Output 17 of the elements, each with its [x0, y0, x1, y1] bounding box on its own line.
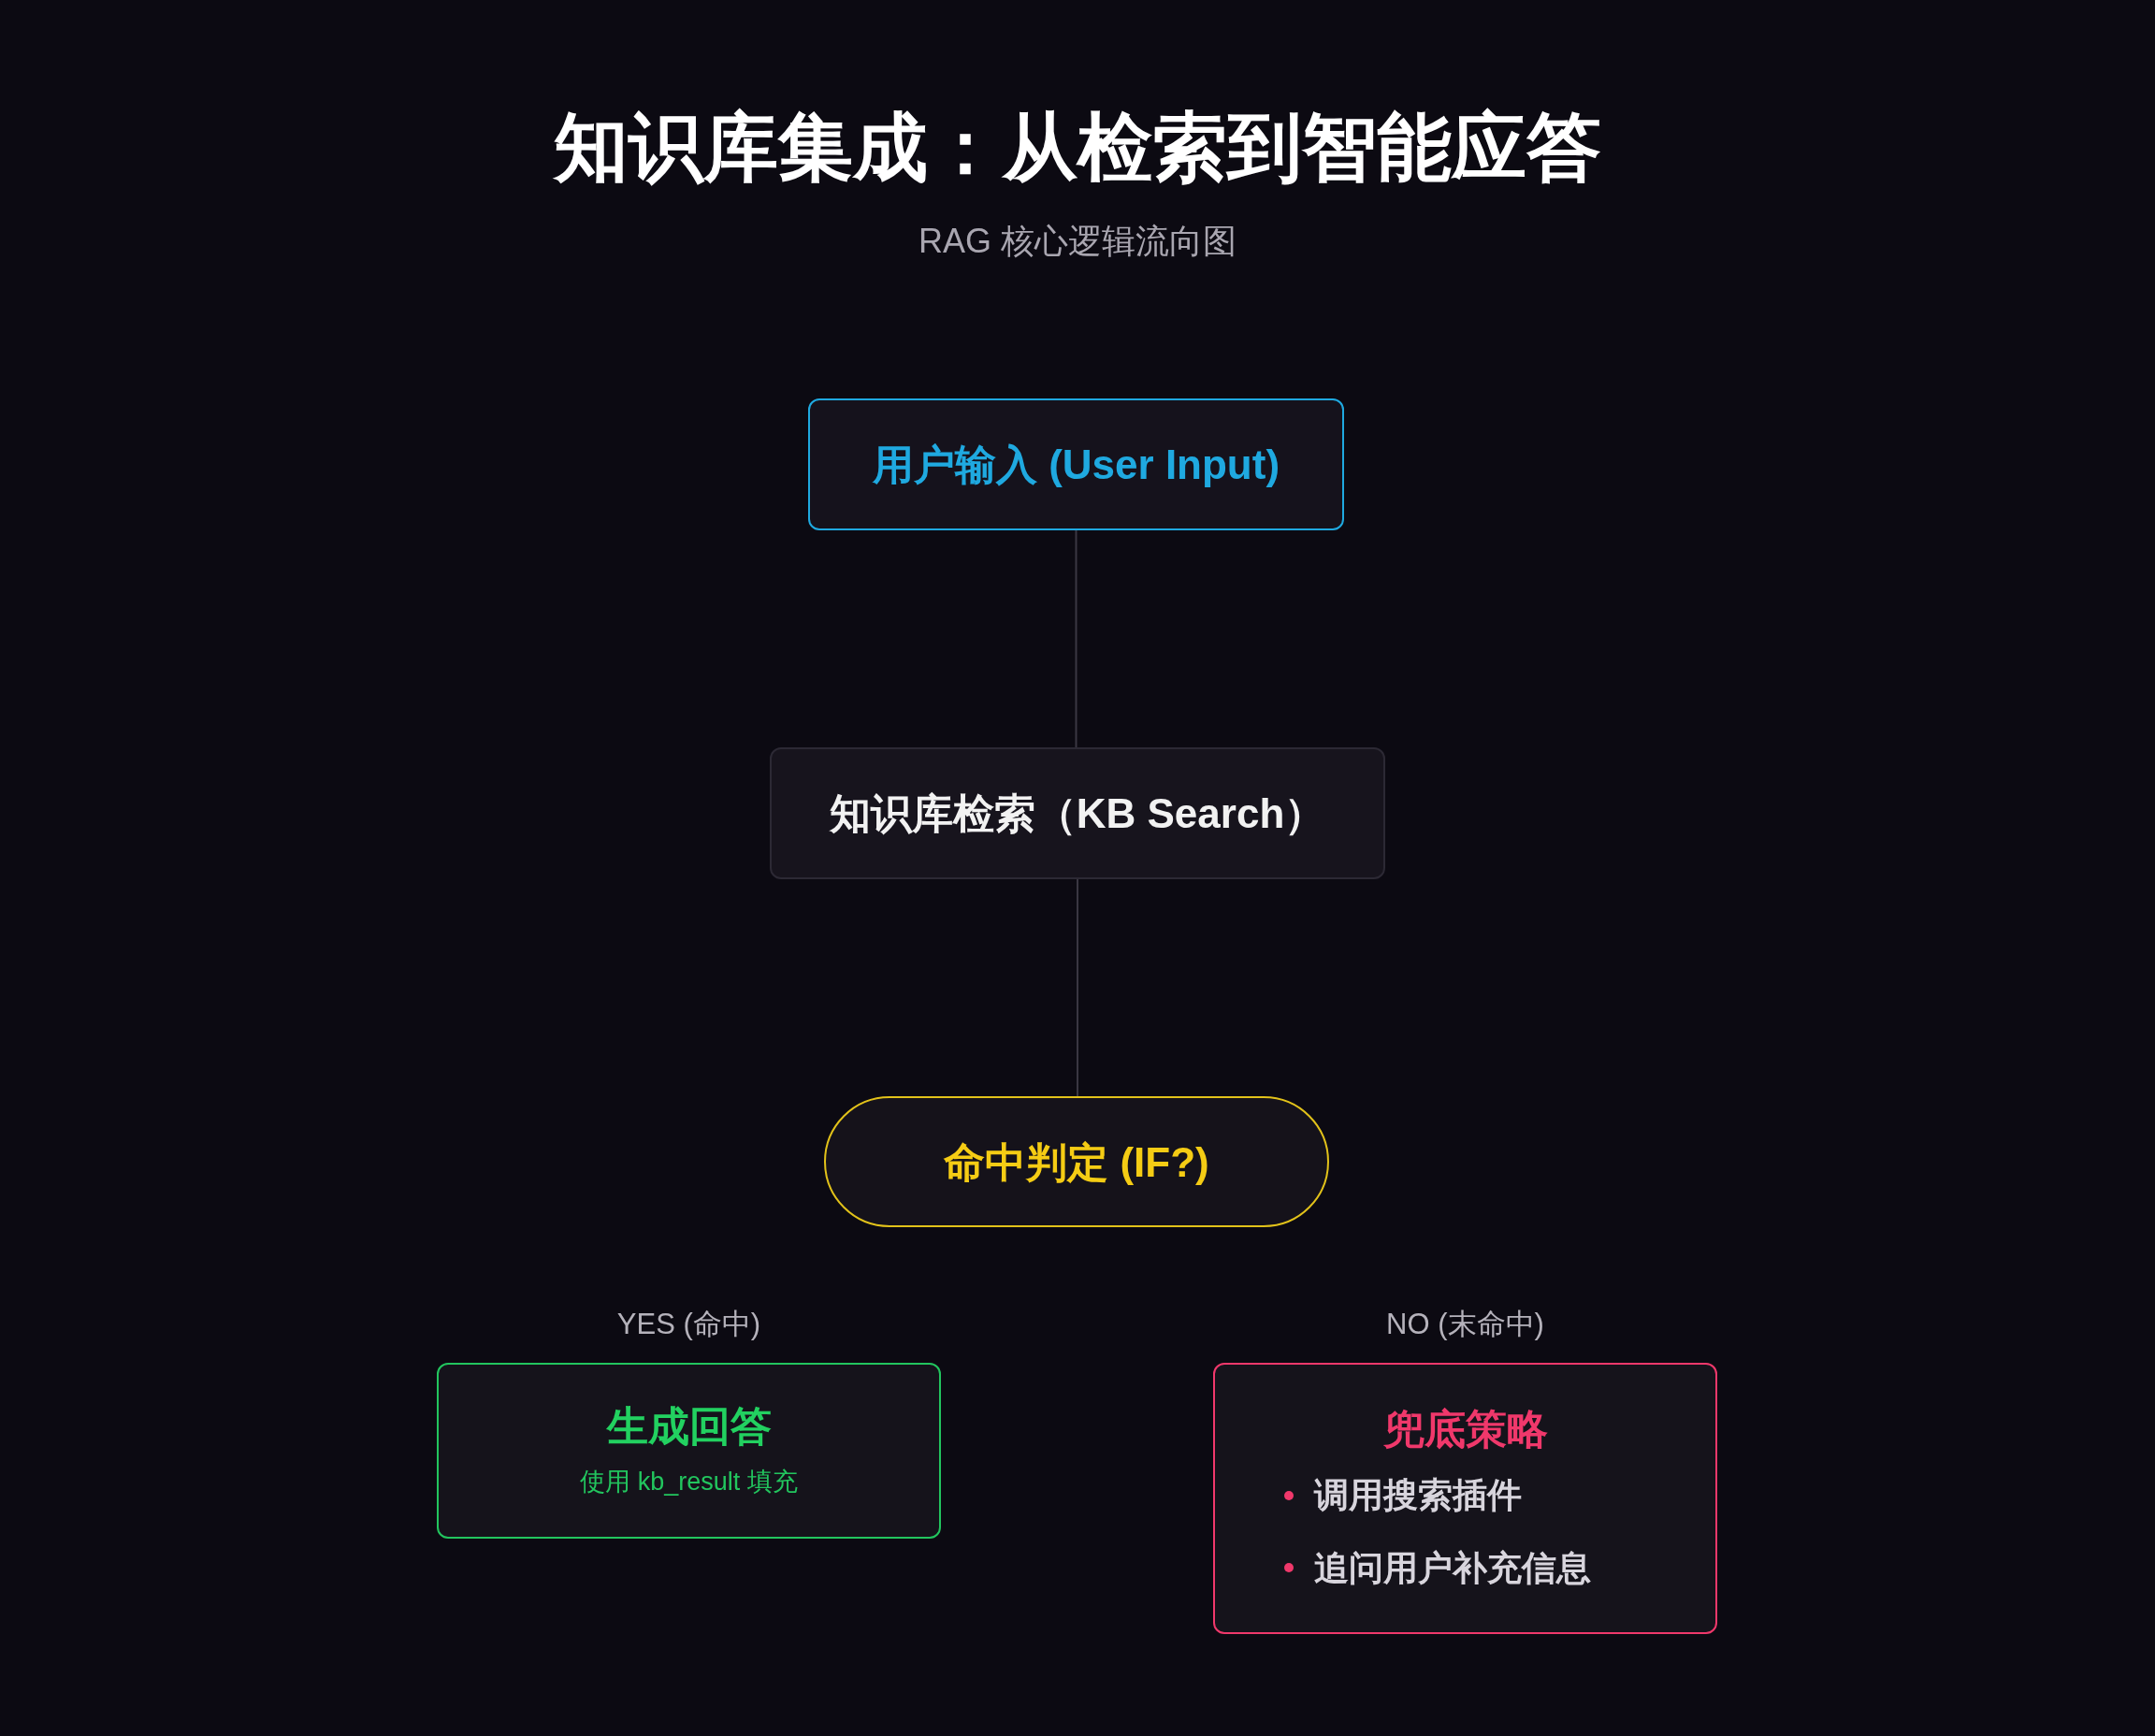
branch-label: YES (命中)	[615, 1307, 762, 1342]
process-box	[808, 398, 1344, 530]
bullet-text: 追问用户补充信息	[1314, 1547, 1591, 1589]
branch-label: NO (末命中)	[1385, 1307, 1545, 1342]
subtitle: RAG 核心逻辑流向图	[918, 224, 1237, 258]
process-box	[1213, 1363, 1717, 1634]
process-box	[437, 1363, 941, 1539]
node-subtitle: 使用 kb_result 填充	[580, 1467, 798, 1498]
connector-line	[1075, 529, 1078, 748]
bullet-text: 调用搜索插件	[1314, 1475, 1522, 1516]
connector-line	[1077, 878, 1078, 1097]
node-title: 用户输入 (User Input)	[872, 441, 1280, 489]
process-box	[770, 747, 1385, 879]
node-title: 生成回答	[606, 1402, 772, 1452]
node-title: 知识库检索（KB Search）	[829, 789, 1326, 838]
node-title: 兜底策略	[1382, 1405, 1548, 1454]
node-title: 命中判定 (IF?)	[944, 1137, 1209, 1187]
